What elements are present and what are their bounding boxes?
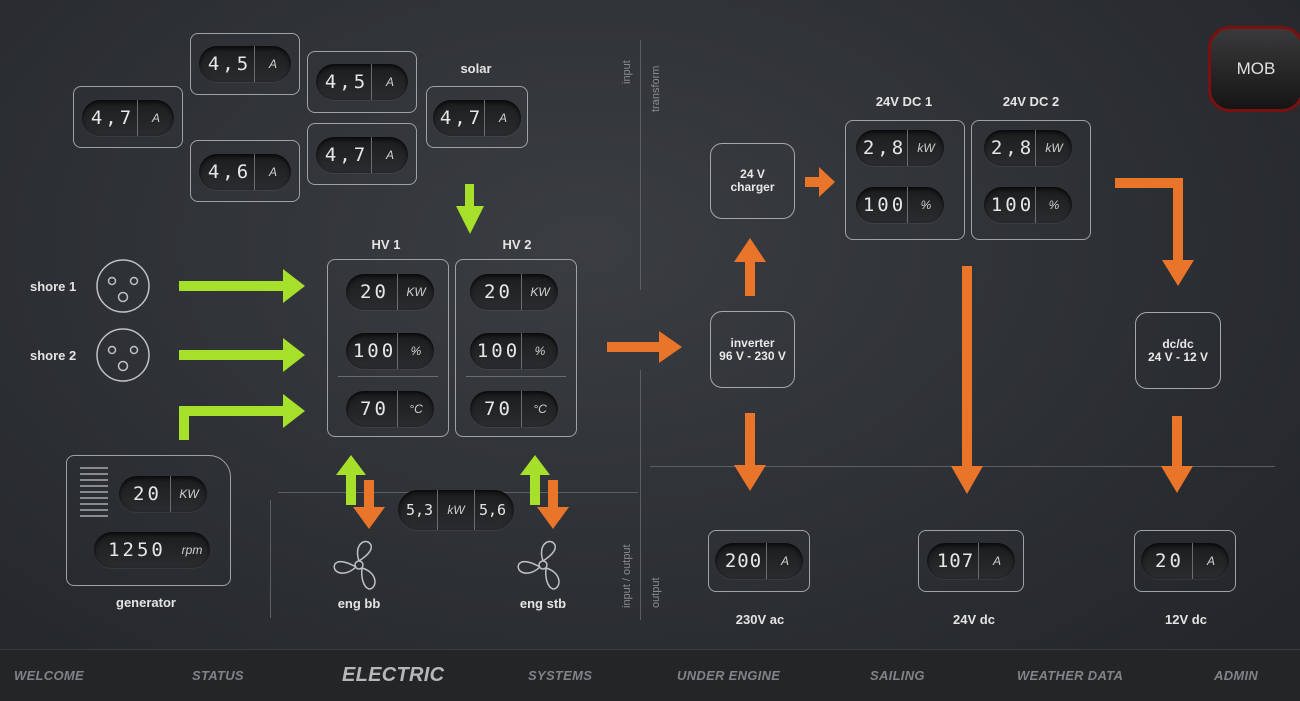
eng-bb-power-value: 5,3 <box>405 501 434 519</box>
nav-welcome[interactable]: WELCOME <box>14 668 84 683</box>
arrow-dcdc-down <box>1161 416 1193 493</box>
arrow-generator <box>179 394 305 440</box>
generator-power-value: 20 <box>133 483 162 505</box>
dc1-power-value: 2,8 <box>862 137 907 159</box>
hv1-temp-value: 70 <box>360 398 389 420</box>
dc2-charge-value: 100 <box>990 194 1035 216</box>
shore-2-label: shore 2 <box>30 348 77 363</box>
divider-vertical-left <box>270 500 271 618</box>
arrow-bb-down <box>353 480 385 529</box>
nav-sailing[interactable]: SAILING <box>870 668 925 683</box>
hv1-power-value: 20 <box>360 281 389 303</box>
dc1-label: 24V DC 1 <box>875 94 933 109</box>
eng-bb-label: eng bb <box>337 596 381 611</box>
arrow-dc-down <box>951 266 983 494</box>
bottom-nav: WELCOME STATUS ELECTRIC SYSTEMS UNDER EN… <box>0 649 1300 701</box>
solar-current-value: 4,7 <box>324 144 369 166</box>
dc1-charge-value: 100 <box>862 194 907 216</box>
inverter-box[interactable]: inverter 96 V - 230 V <box>710 311 795 388</box>
arrow-stb-down <box>537 480 569 529</box>
generator-label: generator <box>116 595 176 610</box>
divider-vertical-bottom <box>640 370 641 620</box>
output-230v-value: 200 <box>724 550 763 572</box>
solar-current-value: 4,6 <box>207 161 252 183</box>
output-24v-label: 24V dc <box>953 612 995 627</box>
arrow-shore2 <box>179 338 305 372</box>
hv1-charge-value: 100 <box>352 340 397 362</box>
dc2-label: 24V DC 2 <box>1002 94 1060 109</box>
arrow-inverter-down <box>734 413 766 491</box>
arrow-charger-right <box>805 167 835 197</box>
charger-box[interactable]: 24 V charger <box>710 143 795 219</box>
nav-weather-data[interactable]: WEATHER DATA <box>1017 668 1124 683</box>
shore-1-label: shore 1 <box>30 279 77 294</box>
arrow-eng-bb-up <box>336 455 366 505</box>
shore-plug-icon <box>96 259 150 313</box>
eng-stb-power-value: 5,6 <box>478 501 507 519</box>
engine-power-readout[interactable]: 5,3 kW 5,6 <box>398 490 514 530</box>
nav-admin[interactable]: ADMIN <box>1214 668 1259 683</box>
engine-power-unit: kW <box>437 490 475 530</box>
output-230v-label: 230V ac <box>735 612 785 627</box>
arrow-shore1 <box>179 269 305 303</box>
output-12v-value: 20 <box>1155 550 1184 572</box>
arrow-to-inverter <box>607 331 682 363</box>
orange-arrows <box>353 167 1194 529</box>
arrow-dc-to-dcdc <box>1115 178 1194 286</box>
mob-button[interactable]: MOB <box>1208 26 1300 112</box>
output-12v-label: 12V dc <box>1165 612 1207 627</box>
hv2-label: HV 2 <box>502 237 532 252</box>
dcdc-box[interactable]: dc/dc 24 V - 12 V <box>1135 312 1221 389</box>
nav-status[interactable]: STATUS <box>192 668 244 683</box>
propeller-icon <box>517 540 560 590</box>
hv1-label: HV 1 <box>371 237 401 252</box>
solar-current-value: 4,7 <box>439 107 484 129</box>
solar-current-value: 4,5 <box>207 53 252 75</box>
arrow-inverter-up <box>734 238 766 296</box>
arrow-solar-down <box>456 184 484 234</box>
hv2-charge-value: 100 <box>476 340 521 362</box>
dc2-power-value: 2,8 <box>990 137 1035 159</box>
divider-vertical-top <box>640 40 641 290</box>
solar-label: solar <box>460 61 492 76</box>
hv2-temp-value: 70 <box>484 398 513 420</box>
output-24v-value: 107 <box>936 550 975 572</box>
solar-current-value: 4,7 <box>90 107 135 129</box>
propeller-icon <box>333 540 376 590</box>
eng-stb-label: eng stb <box>519 596 567 611</box>
hv2-power-value: 20 <box>484 281 513 303</box>
shore-plug-icon <box>96 328 150 382</box>
generator-rpm-value: 1250 <box>108 539 166 561</box>
arrow-eng-stb-up <box>520 455 550 505</box>
nav-under-engine[interactable]: UNDER ENGINE <box>677 668 781 683</box>
nav-systems[interactable]: SYSTEMS <box>528 668 593 683</box>
nav-electric[interactable]: ELECTRIC <box>342 664 445 686</box>
green-arrows <box>179 184 550 505</box>
solar-current-value: 4,5 <box>324 71 369 93</box>
